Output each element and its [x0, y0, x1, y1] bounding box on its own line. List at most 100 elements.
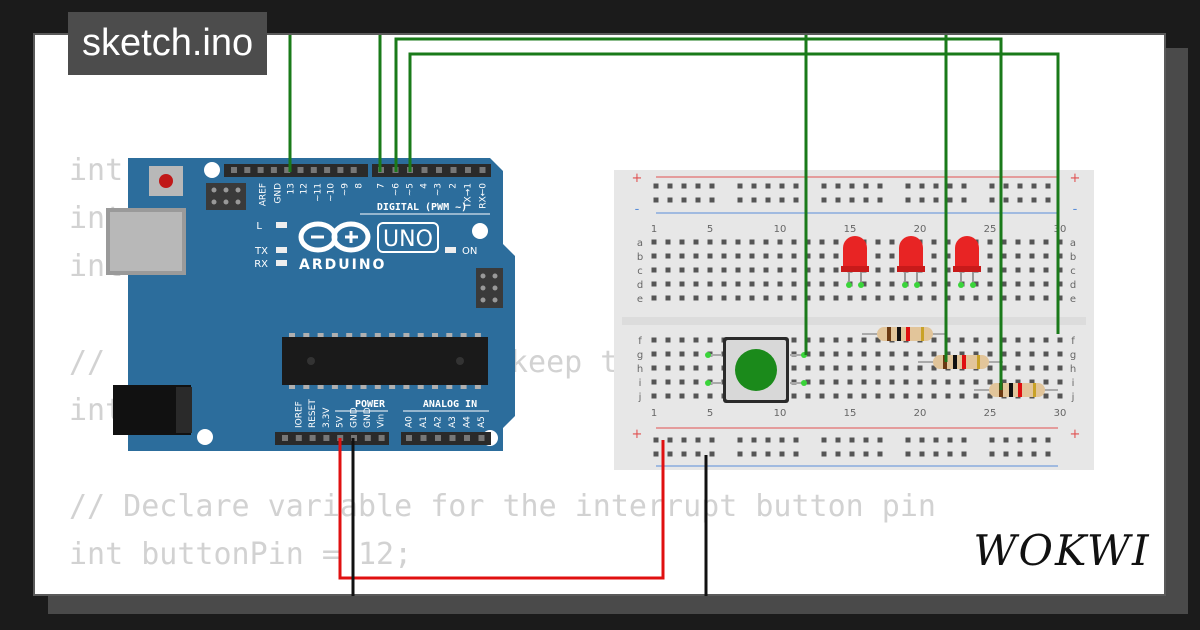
breadboard-hole	[945, 337, 951, 343]
breadboard-hole	[791, 253, 797, 259]
breadboard-hole	[1015, 253, 1021, 259]
breadboard-hole	[693, 365, 699, 371]
rail-hole	[919, 197, 925, 203]
rail-hole	[989, 451, 995, 457]
breadboard-hole	[973, 337, 979, 343]
header-pin	[244, 167, 251, 173]
breadboard-hole	[945, 281, 951, 287]
breadboard-hole	[861, 351, 867, 357]
breadboard-hole	[889, 365, 895, 371]
breadboard-hole	[679, 351, 685, 357]
led-1[interactable]	[841, 236, 869, 288]
breadboard-hole	[1057, 267, 1063, 273]
led-2[interactable]	[897, 236, 925, 288]
rail-hole	[835, 437, 841, 443]
rail-plus-bl: +	[632, 427, 643, 442]
column-number-top: 1	[651, 224, 657, 235]
digital-pin-label: GND	[274, 183, 284, 204]
breadboard-hole	[819, 337, 825, 343]
rail-minus-tr: -	[1073, 202, 1078, 217]
rail-hole	[709, 197, 715, 203]
header-pin	[478, 435, 485, 441]
sketch-filename-tab[interactable]: sketch.ino	[68, 12, 268, 75]
breadboard-hole	[931, 295, 937, 301]
breadboard-hole	[735, 239, 741, 245]
breadboard-hole	[1001, 281, 1007, 287]
rail-hole	[877, 451, 883, 457]
rail-hole	[989, 183, 995, 189]
breadboard-hole	[651, 337, 657, 343]
column-number-top: 25	[984, 224, 997, 235]
wire-5v-red	[338, 438, 665, 580]
led-rx	[276, 260, 287, 266]
mount-hole-tl	[204, 162, 220, 178]
header-pin	[297, 167, 304, 173]
breadboard-hole	[889, 267, 895, 273]
analog-label: ANALOG IN	[423, 399, 477, 410]
code-line-1: int	[69, 153, 124, 188]
column-number-bottom: 1	[651, 408, 657, 419]
breadboard-hole	[945, 295, 951, 301]
wire-pin5-green	[408, 52, 1060, 334]
row-letter-right: h	[1070, 364, 1076, 375]
digital-pin-label: 13	[287, 183, 297, 194]
rail-hole	[681, 197, 687, 203]
breadboard-hole	[945, 239, 951, 245]
breadboard-hole	[889, 379, 895, 385]
breadboard-hole	[707, 281, 713, 287]
rail-hole	[947, 183, 953, 189]
resistor-1[interactable]	[862, 327, 946, 341]
chip-pin	[417, 333, 424, 337]
rail-hole	[933, 451, 939, 457]
column-number-top: 15	[844, 224, 857, 235]
row-letter-right: d	[1070, 280, 1076, 291]
breadboard-hole	[763, 281, 769, 287]
breadboard-hole	[707, 365, 713, 371]
breadboard-hole	[791, 267, 797, 273]
breadboard-hole	[651, 295, 657, 301]
breadboard-hole	[861, 281, 867, 287]
breadboard-hole	[1043, 281, 1049, 287]
reset-button-cap[interactable]	[159, 174, 173, 188]
rail-hole	[681, 437, 687, 443]
breadboard-hole	[707, 337, 713, 343]
rail-hole	[1003, 183, 1009, 189]
breadboard-hole	[987, 337, 993, 343]
pushbutton[interactable]	[705, 337, 807, 403]
rail-hole	[933, 183, 939, 189]
breadboard-hole	[679, 281, 685, 287]
rail-hole	[821, 197, 827, 203]
rail-hole	[1031, 183, 1037, 189]
header-pin	[435, 435, 441, 441]
breadboard-hole	[931, 351, 937, 357]
breadboard-hole	[959, 351, 965, 357]
row-letter-left: c	[637, 266, 643, 277]
row-letter-right: j	[1071, 392, 1075, 403]
breadboard-hole	[819, 379, 825, 385]
column-number-bottom: 20	[914, 408, 927, 419]
rail-hole	[961, 197, 967, 203]
digital-header-right	[372, 164, 491, 177]
led-label-rx: RX	[254, 259, 268, 270]
breadboard-hole	[1043, 351, 1049, 357]
rail-hole	[849, 197, 855, 203]
breadboard-hole	[931, 379, 937, 385]
breadboard-hole	[889, 281, 895, 287]
breadboard-hole	[889, 393, 895, 399]
led-label-tx: TX	[254, 246, 268, 257]
chip-pin	[331, 333, 338, 337]
rail-hole	[849, 437, 855, 443]
breadboard-hole	[945, 379, 951, 385]
led-label-on: ON	[462, 246, 477, 257]
breadboard-hole	[1015, 379, 1021, 385]
breadboard-hole	[1057, 281, 1063, 287]
chip-pin	[289, 333, 295, 337]
breadboard-hole	[903, 379, 909, 385]
led-3[interactable]	[953, 236, 981, 288]
rail-hole	[765, 183, 771, 189]
breadboard-hole	[959, 295, 965, 301]
chip-pin	[474, 333, 481, 337]
breadboard-hole	[805, 267, 811, 273]
breadboard-hole	[805, 337, 811, 343]
rail-hole	[653, 437, 659, 443]
